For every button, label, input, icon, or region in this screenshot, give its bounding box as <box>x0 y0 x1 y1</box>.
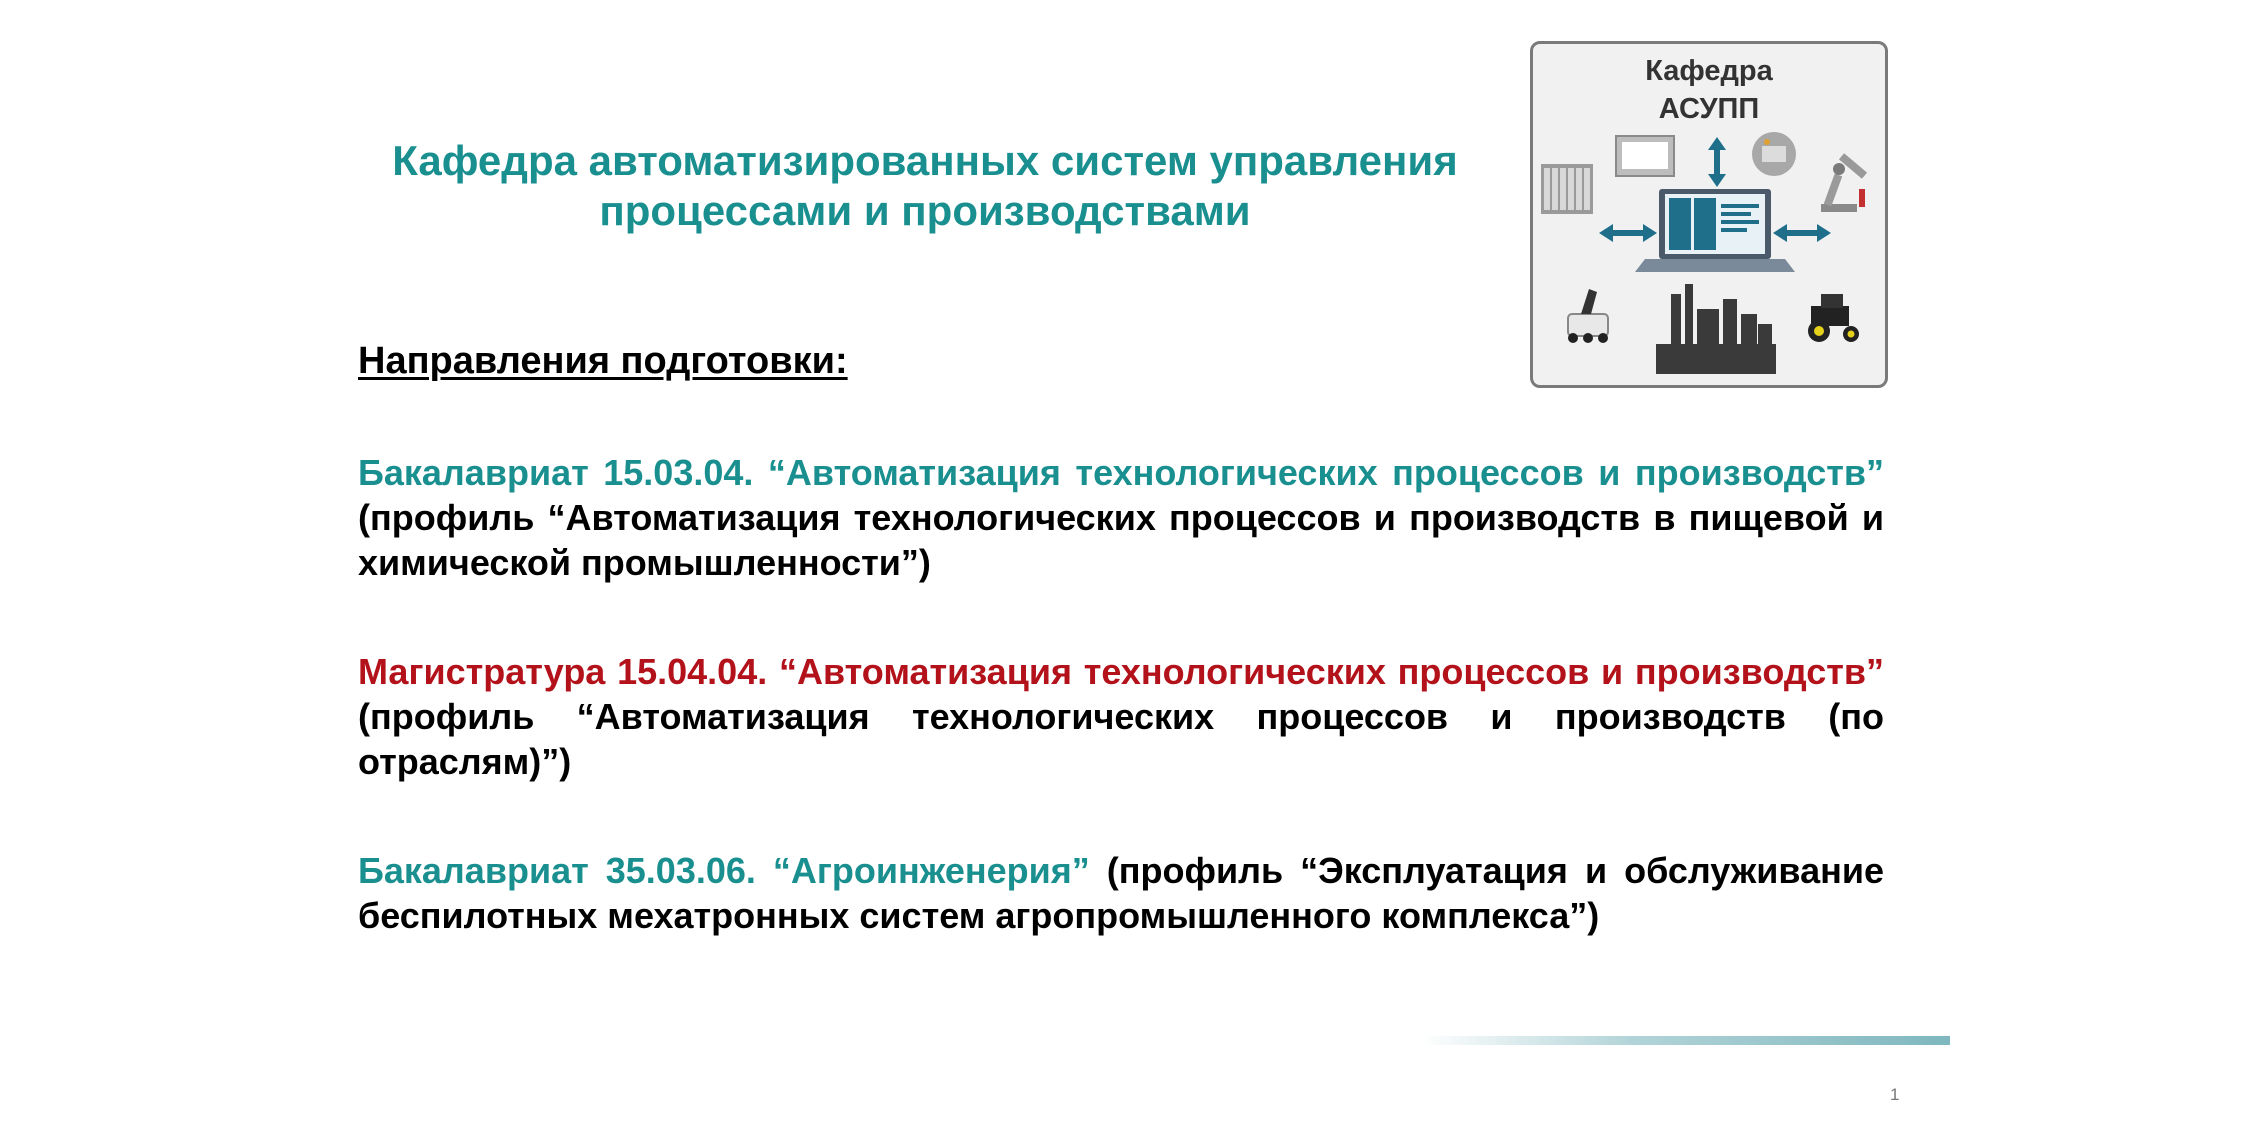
program-item-3: Бакалавриат 35.03.06. “Агроинженерия” (п… <box>358 848 1884 938</box>
department-logo: Кафедра АСУПП <box>1530 41 1888 388</box>
slide-title: Кафедра автоматизированных систем управл… <box>360 136 1490 236</box>
program-item-1: Бакалавриат 15.03.04. “Автоматизация тех… <box>358 450 1884 585</box>
program-1-profile: (профиль “Автоматизация технологических … <box>358 497 1884 583</box>
footer-decorative-bar <box>1420 1036 1950 1045</box>
program-2-title: Магистратура 15.04.04. “Автоматизация те… <box>358 651 1884 692</box>
plc-icon <box>1541 164 1593 214</box>
program-item-2: Магистратура 15.04.04. “Автоматизация те… <box>358 649 1884 784</box>
hmi-panel-icon <box>1752 132 1796 176</box>
page-number: 1 <box>1890 1085 1900 1104</box>
robot-arm-icon <box>1821 153 1868 212</box>
factory-icon <box>1656 284 1776 374</box>
logo-title-line-1: Кафедра <box>1645 55 1773 87</box>
program-1-title: Бакалавриат 15.03.04. “Автоматизация тех… <box>358 452 1884 493</box>
monitor-icon <box>1615 135 1675 177</box>
slide-title-line-2: процессами и производствами <box>599 187 1251 234</box>
arrow-icons <box>1599 137 1831 242</box>
laptop-icon <box>1635 189 1795 272</box>
slide-title-line-1: Кафедра автоматизированных систем управл… <box>392 137 1458 184</box>
tractor-icon <box>1808 294 1859 342</box>
section-heading: Направления подготовки: <box>358 340 848 382</box>
logo-title: Кафедра АСУПП <box>1533 52 1885 128</box>
logo-title-line-2: АСУПП <box>1658 93 1760 125</box>
program-2-profile: (профиль “Автоматизация технологических … <box>358 696 1884 782</box>
program-3-profile: (профиль “Эксплуатация и обслуживание бе… <box>358 850 1884 936</box>
logo-illustration <box>1541 132 1868 374</box>
program-3-title: Бакалавриат 35.03.06. “Агроинженерия” <box>358 850 1090 891</box>
delivery-robot-icon <box>1567 289 1609 343</box>
